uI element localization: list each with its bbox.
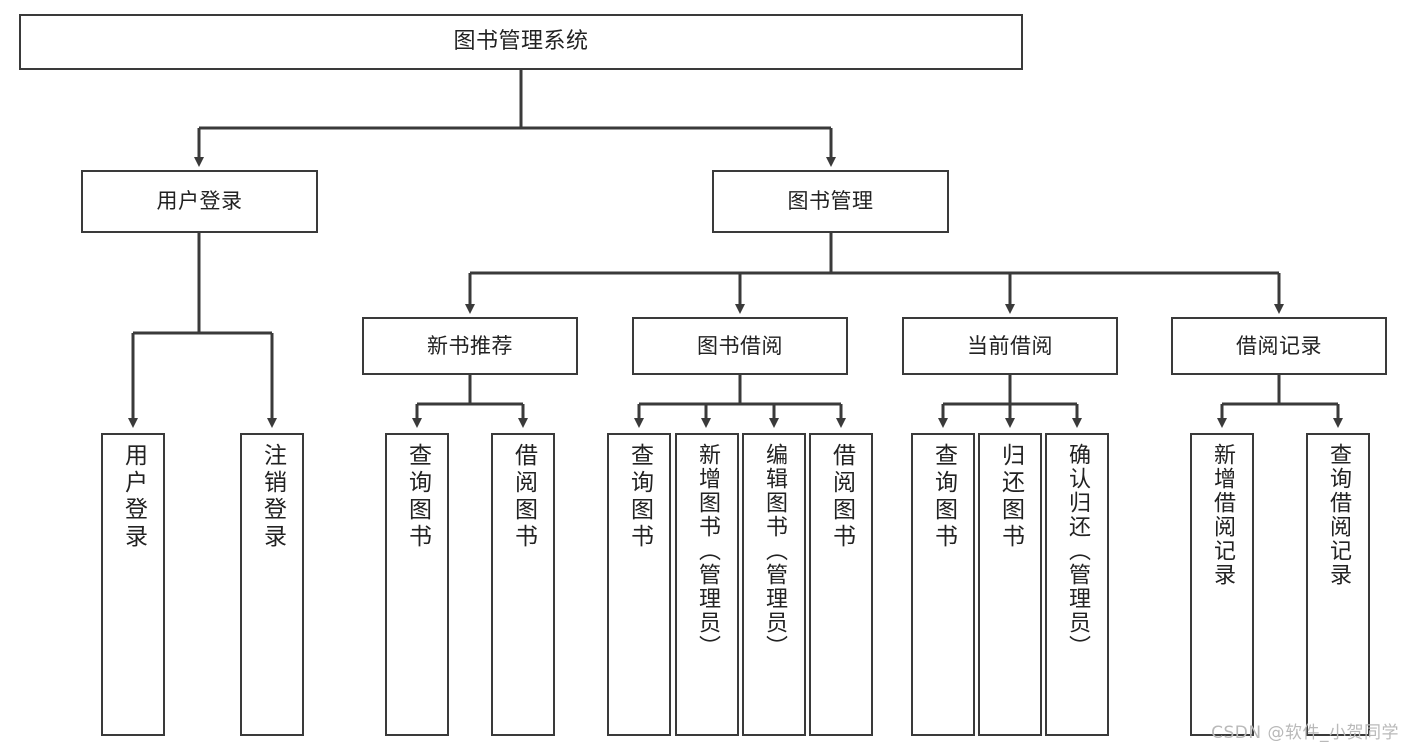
- node-leaf-add-record[interactable]: 新增借阅记录: [1190, 433, 1254, 736]
- node-book-management-label: 图书管理: [787, 189, 874, 214]
- node-leaf-confirm-return[interactable]: 确认归还（管理员）: [1045, 433, 1109, 736]
- node-leaf-borrow-book-2[interactable]: 借阅图书: [809, 433, 873, 736]
- node-leaf-add-book[interactable]: 新增图书（管理员）: [675, 433, 739, 736]
- node-leaf-return-book-label: 归还图书: [997, 443, 1024, 551]
- node-leaf-query-book-2-label: 查询图书: [626, 443, 653, 551]
- node-leaf-query-record[interactable]: 查询借阅记录: [1306, 433, 1370, 736]
- node-user-login-label: 用户登录: [156, 189, 243, 214]
- node-leaf-logout-login[interactable]: 注销登录: [240, 433, 304, 736]
- node-leaf-confirm-return-label: 确认归还（管理员）: [1065, 443, 1090, 659]
- node-leaf-query-record-label: 查询借阅记录: [1326, 443, 1351, 587]
- node-user-login[interactable]: 用户登录: [81, 170, 318, 233]
- node-leaf-query-book-2[interactable]: 查询图书: [607, 433, 671, 736]
- node-leaf-query-book-3-label: 查询图书: [930, 443, 957, 551]
- node-leaf-return-book[interactable]: 归还图书: [978, 433, 1042, 736]
- node-leaf-borrow-book-2-label: 借阅图书: [828, 443, 855, 551]
- node-leaf-query-book-1-label: 查询图书: [404, 443, 431, 551]
- node-current-borrow[interactable]: 当前借阅: [902, 317, 1118, 375]
- node-borrow-record[interactable]: 借阅记录: [1171, 317, 1387, 375]
- node-book-management[interactable]: 图书管理: [712, 170, 949, 233]
- node-leaf-query-book-1[interactable]: 查询图书: [385, 433, 449, 736]
- node-leaf-edit-book-label: 编辑图书（管理员）: [762, 443, 787, 659]
- csdn-watermark: CSDN @软件_小贺同学: [1211, 723, 1399, 743]
- node-leaf-add-record-label: 新增借阅记录: [1210, 443, 1235, 587]
- node-leaf-user-login[interactable]: 用户登录: [101, 433, 165, 736]
- node-current-borrow-label: 当前借阅: [967, 333, 1053, 358]
- node-new-book-recommend[interactable]: 新书推荐: [362, 317, 578, 375]
- node-borrow-record-label: 借阅记录: [1236, 333, 1322, 358]
- node-leaf-query-book-3[interactable]: 查询图书: [911, 433, 975, 736]
- node-book-borrow-label: 图书借阅: [697, 333, 783, 358]
- node-leaf-borrow-book-1[interactable]: 借阅图书: [491, 433, 555, 736]
- node-root[interactable]: 图书管理系统: [19, 14, 1023, 70]
- node-new-book-recommend-label: 新书推荐: [427, 333, 513, 358]
- node-book-borrow[interactable]: 图书借阅: [632, 317, 848, 375]
- node-leaf-edit-book[interactable]: 编辑图书（管理员）: [742, 433, 806, 736]
- node-leaf-borrow-book-1-label: 借阅图书: [510, 443, 537, 551]
- node-leaf-logout-login-label: 注销登录: [259, 443, 286, 551]
- node-leaf-user-login-label: 用户登录: [120, 443, 147, 551]
- node-leaf-add-book-label: 新增图书（管理员）: [695, 443, 720, 659]
- node-root-label: 图书管理系统: [453, 29, 589, 55]
